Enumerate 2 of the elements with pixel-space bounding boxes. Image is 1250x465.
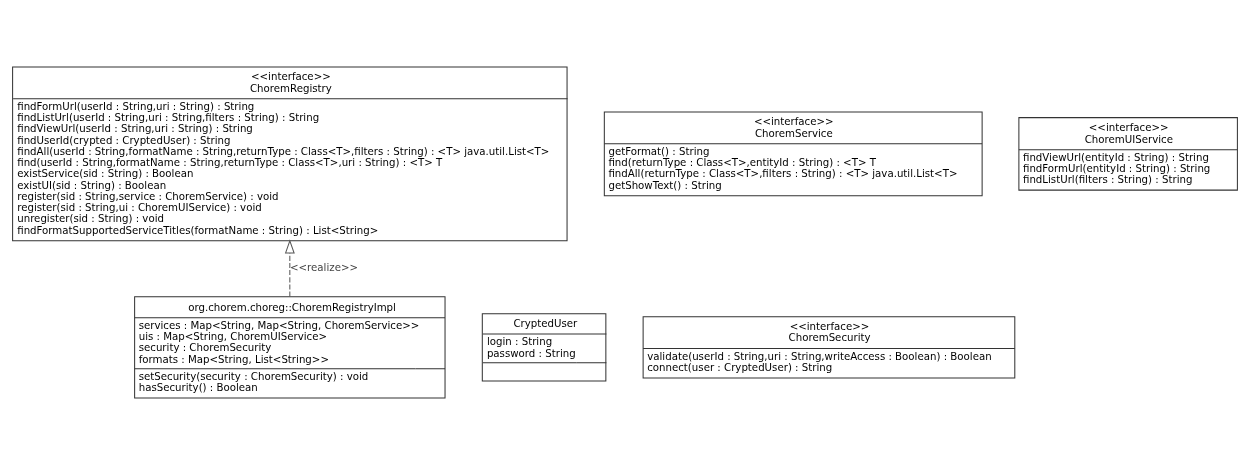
arrow [284,239,295,298]
edge-label: <<realize>> [290,262,359,274]
